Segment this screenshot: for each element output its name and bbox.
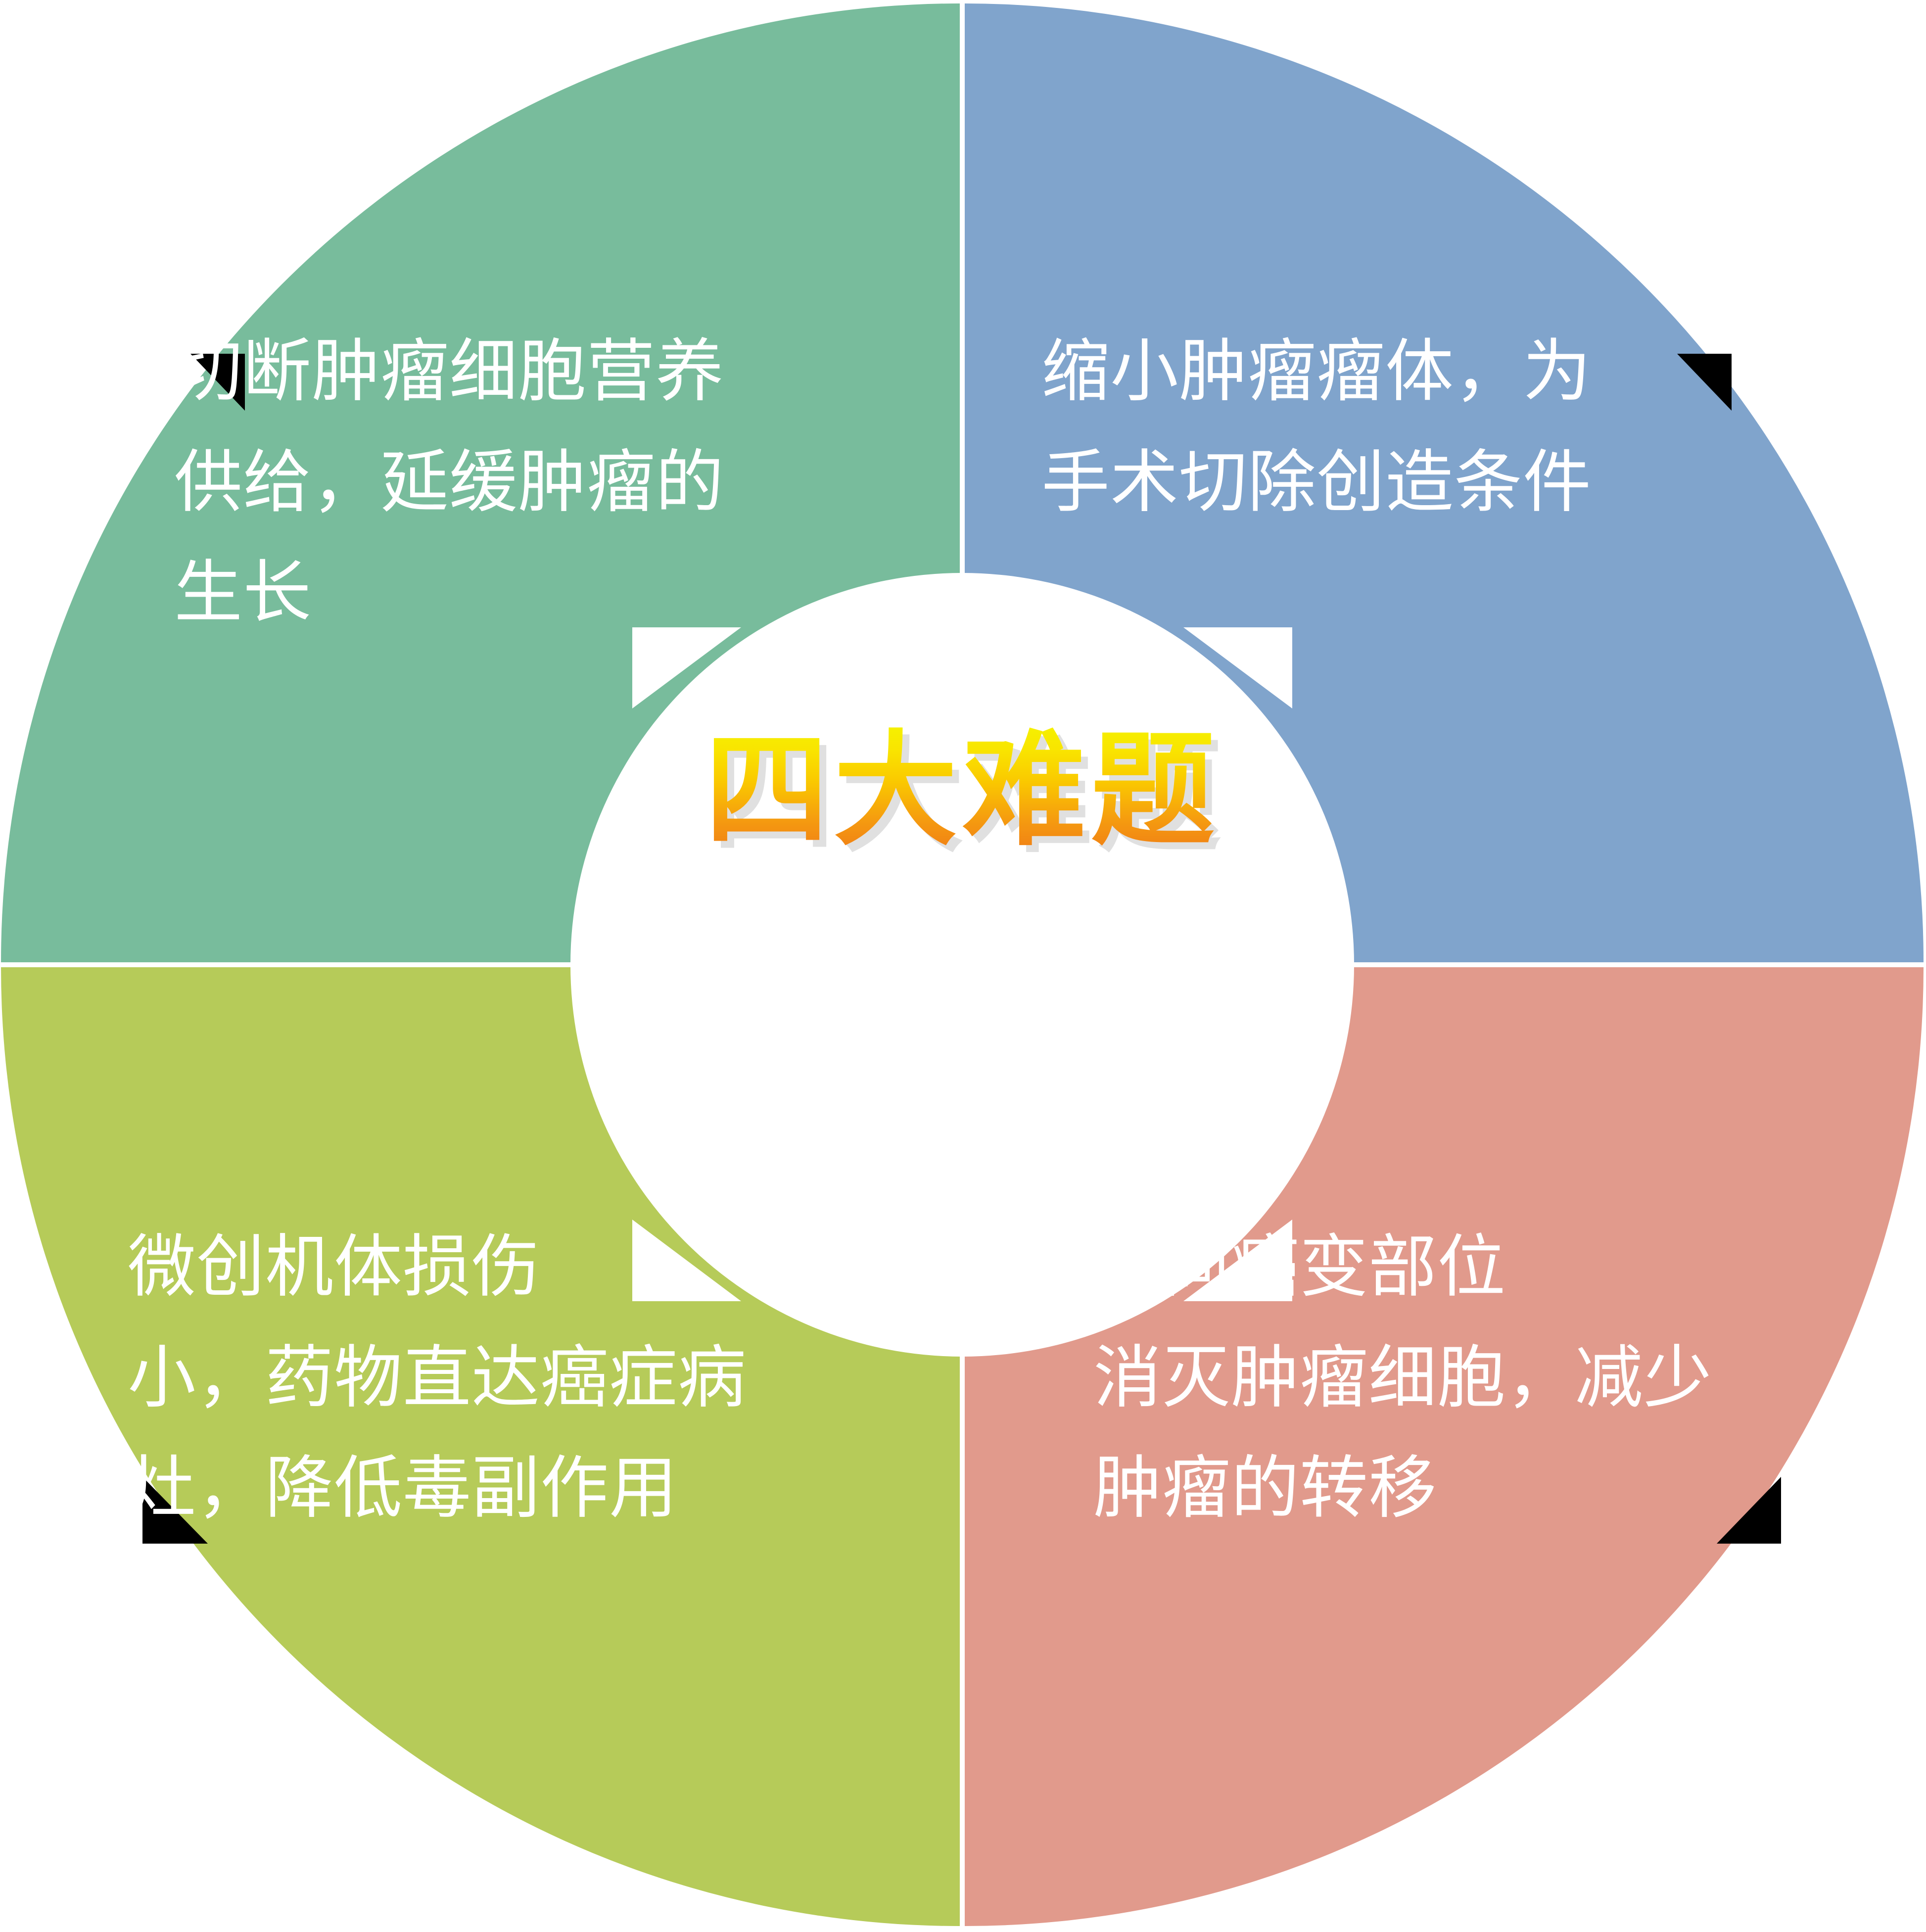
inner-marker-bottom-left [632,1220,741,1301]
quadrant-label-bottom-left: 微创机体损伤 小，药物直达癌症病 灶，降低毒副作用 [128,1229,747,1527]
inner-marker-bottom-right [1183,1220,1292,1301]
outer-marker-top-left [190,354,245,411]
outer-marker-bottom-left [142,1477,208,1544]
inner-marker-top-left [632,627,741,708]
quadrant-label-top-left: 切断肿瘤细胞营养 供给，延缓肿瘤的 生长 [174,333,725,631]
quadrant-label-top-right: 缩小肿瘤瘤体，为 手术切除创造条件 [1041,333,1592,520]
outer-marker-top-right [1677,354,1732,411]
outer-marker-bottom-right [1717,1477,1781,1544]
inner-marker-top-right [1183,627,1292,708]
center-headline: 四大难题 [705,723,1220,860]
center-hub: 四大难题 [571,574,1353,1356]
